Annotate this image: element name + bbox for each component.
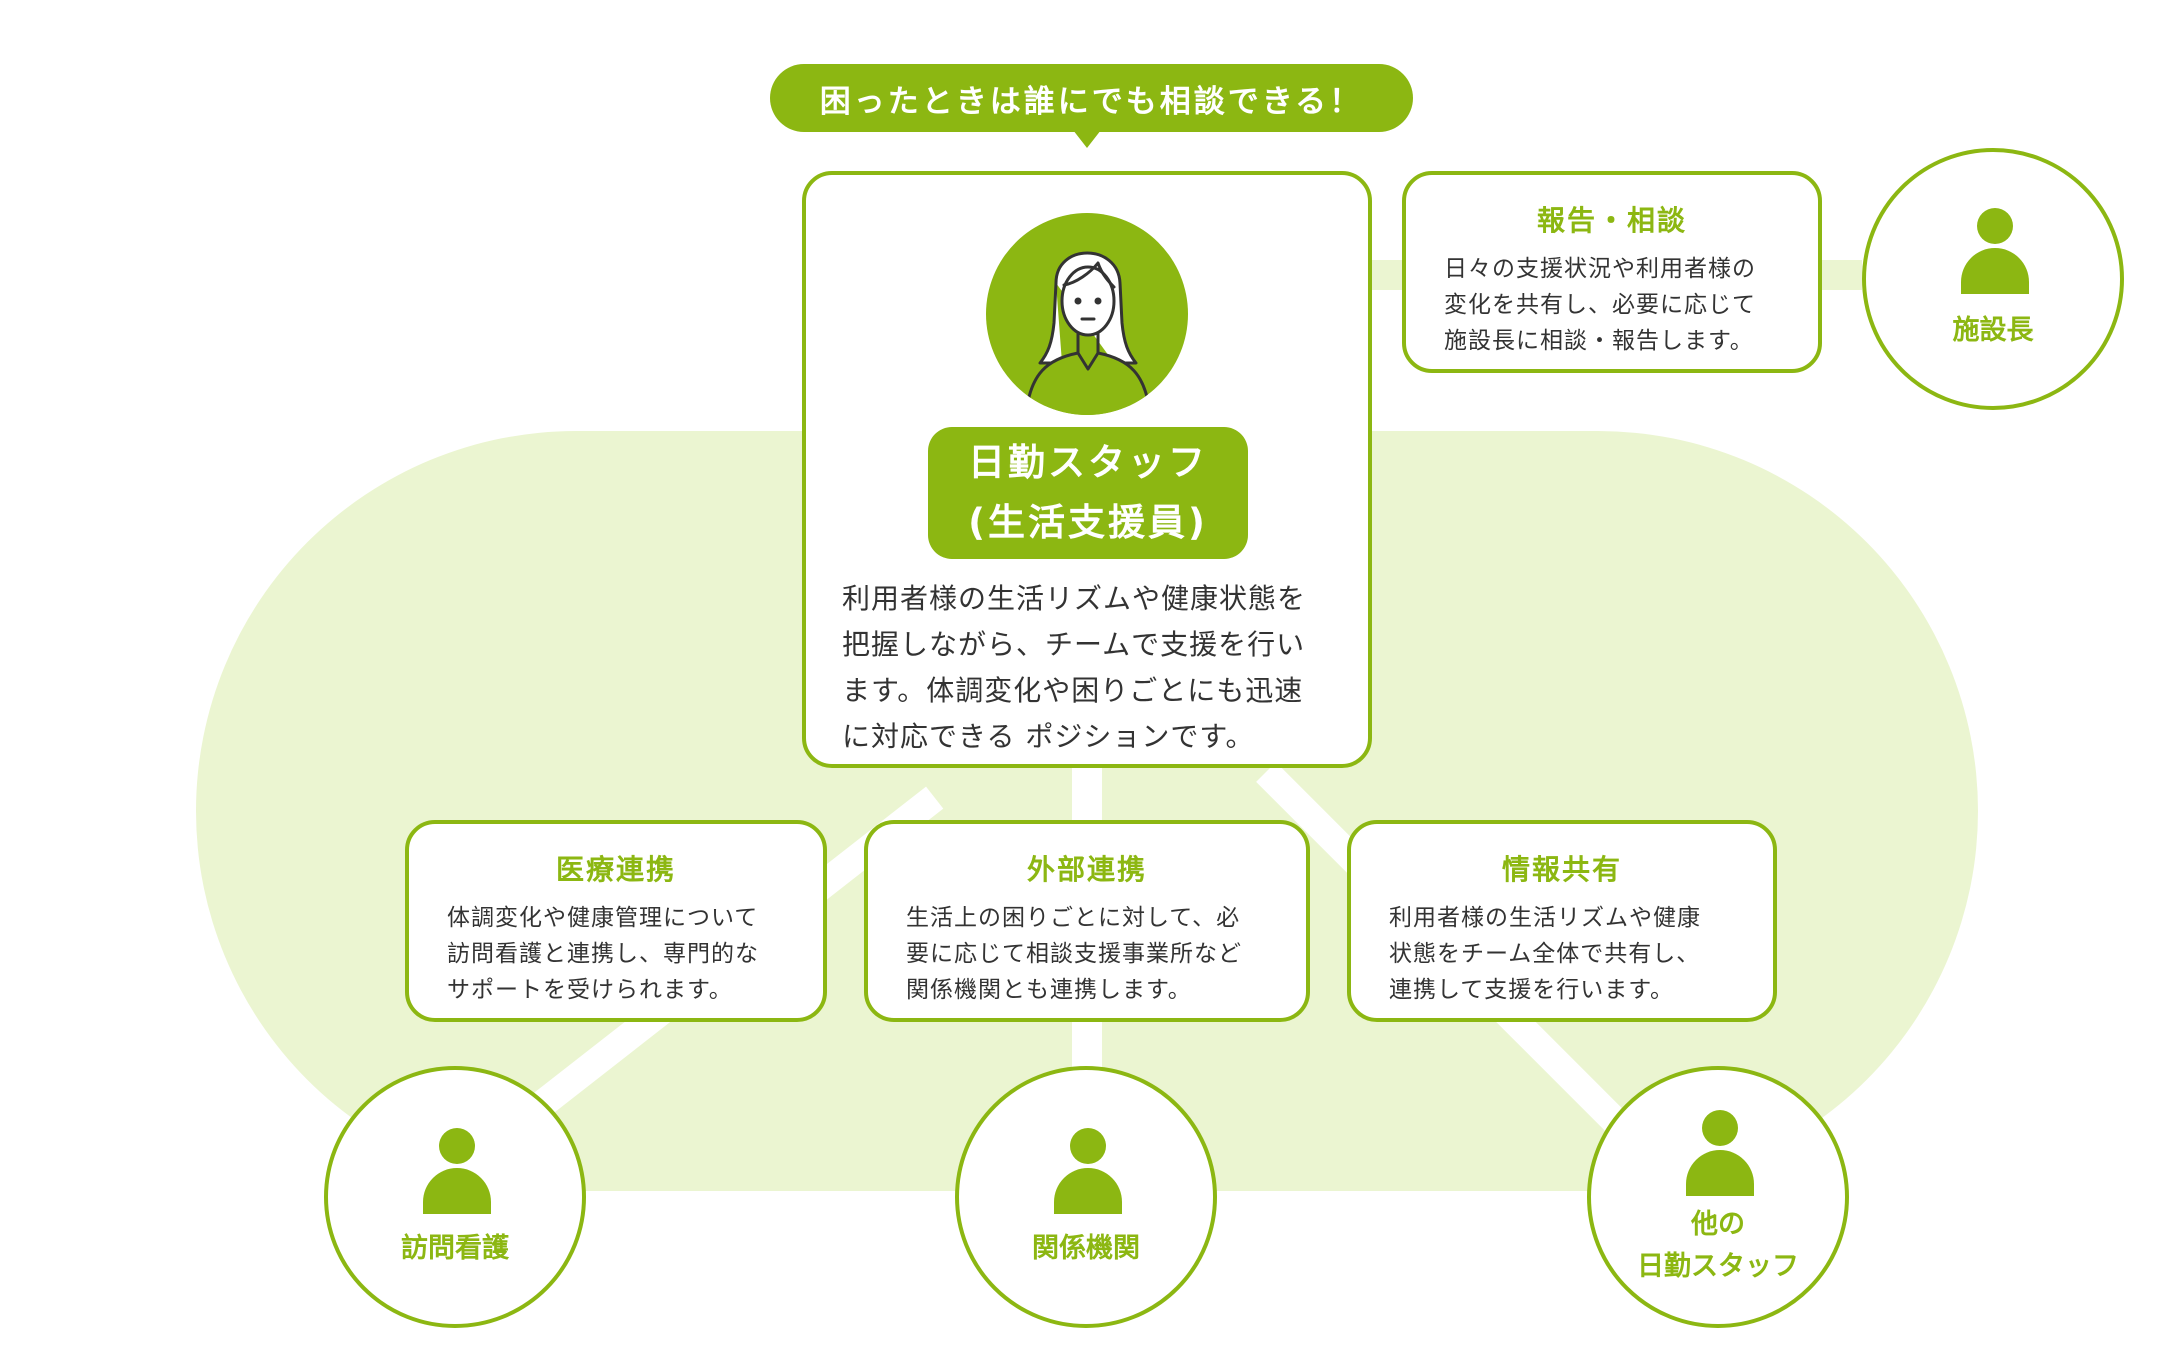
person-icon [1070,1128,1106,1164]
sharing-card: 情報共有 利用者様の生活リズムや健康 状態をチーム全体で共有し、 連携して支援を… [1347,820,1777,1022]
main-description-line: 把握しながら、チームで支援を行い [842,628,1306,661]
card-line: 要に応じて相談支援事業所など [906,941,1242,967]
card-line: 状態をチーム全体で共有し、 [1389,941,1701,967]
role-label: 日勤スタッフ (生活支援員) [928,427,1248,559]
person-icon [1961,248,2029,294]
card-line: 生活上の困りごとに対して、必 [906,905,1241,931]
director-node: 施設長 [1862,148,2124,410]
role-title: 日勤スタッフ [968,441,1208,484]
person-icon [1977,208,2013,244]
card-line: サポートを受けられます。 [447,977,733,1003]
speech-bubble-tail [1073,130,1101,148]
main-description: 利用者様の生活リズムや健康状態を 把握しながら、チームで支援を行い ます。体調変… [842,576,1342,760]
other-staff-label-line1: 他の [1691,1209,1745,1240]
sharing-card-text: 利用者様の生活リズムや健康 状態をチーム全体で共有し、 連携して支援を行います。 [1389,900,1701,1008]
other-staff-label-line2: 日勤スタッフ [1637,1251,1799,1282]
card-line: 連携して支援を行います。 [1389,977,1675,1003]
person-icon [1054,1168,1122,1214]
report-line: 変化を共有し、必要に応じて [1444,292,1756,318]
agencies-label: 関係機関 [1032,1233,1140,1264]
role-subtitle: (生活支援員) [968,501,1208,544]
speech-bubble: 困ったときは誰にでも相談できる！ [770,64,1413,132]
nursing-node: 訪問看護 [324,1066,586,1328]
main-description-line: に対応できる ポジションです。 [842,720,1255,753]
other-staff-label: 他の 日勤スタッフ [1591,1204,1845,1288]
report-card-text: 日々の支援状況や利用者様の 変化を共有し、必要に応じて 施設長に相談・報告します… [1444,251,1756,359]
card-line: 体調変化や健康管理について [447,905,759,931]
report-line: 日々の支援状況や利用者様の [1444,256,1756,282]
staff-avatar-icon [1024,251,1152,415]
agencies-node: 関係機関 [955,1066,1217,1328]
sharing-card-title: 情報共有 [1501,853,1622,886]
external-card-title: 外部連携 [1026,853,1147,886]
medical-card-text: 体調変化や健康管理について 訪問看護と連携し、専門的な サポートを受けられます。 [447,900,759,1008]
staff-avatar [986,213,1188,415]
person-icon [1686,1150,1754,1196]
person-icon [423,1168,491,1214]
person-icon [1702,1110,1738,1146]
external-card: 外部連携 生活上の困りごとに対して、必 要に応じて相談支援事業所など 関係機関と… [864,820,1310,1022]
medical-card-title: 医療連携 [555,853,676,886]
card-line: 利用者様の生活リズムや健康 [1389,905,1701,931]
person-icon [439,1128,475,1164]
report-line: 施設長に相談・報告します。 [1444,328,1754,354]
director-label: 施設長 [1952,315,2034,346]
card-line: 訪問看護と連携し、専門的な [447,941,759,967]
report-card-title: 報告・相談 [1536,204,1687,237]
speech-bubble-text: 困ったときは誰にでも相談できる！ [819,83,1364,120]
nursing-label: 訪問看護 [401,1233,509,1264]
external-card-text: 生活上の困りごとに対して、必 要に応じて相談支援事業所など 関係機関とも連携しま… [906,900,1242,1008]
main-description-line: 利用者様の生活リズムや健康状態を [842,582,1307,615]
card-line: 関係機関とも連携します。 [906,977,1192,1003]
other-staff-node: 他の 日勤スタッフ [1587,1066,1849,1328]
medical-card: 医療連携 体調変化や健康管理について 訪問看護と連携し、専門的な サポートを受け… [405,820,827,1022]
report-card: 報告・相談 日々の支援状況や利用者様の 変化を共有し、必要に応じて 施設長に相談… [1402,171,1822,373]
main-description-line: ます。体調変化や困りごとにも迅速 [842,674,1304,707]
